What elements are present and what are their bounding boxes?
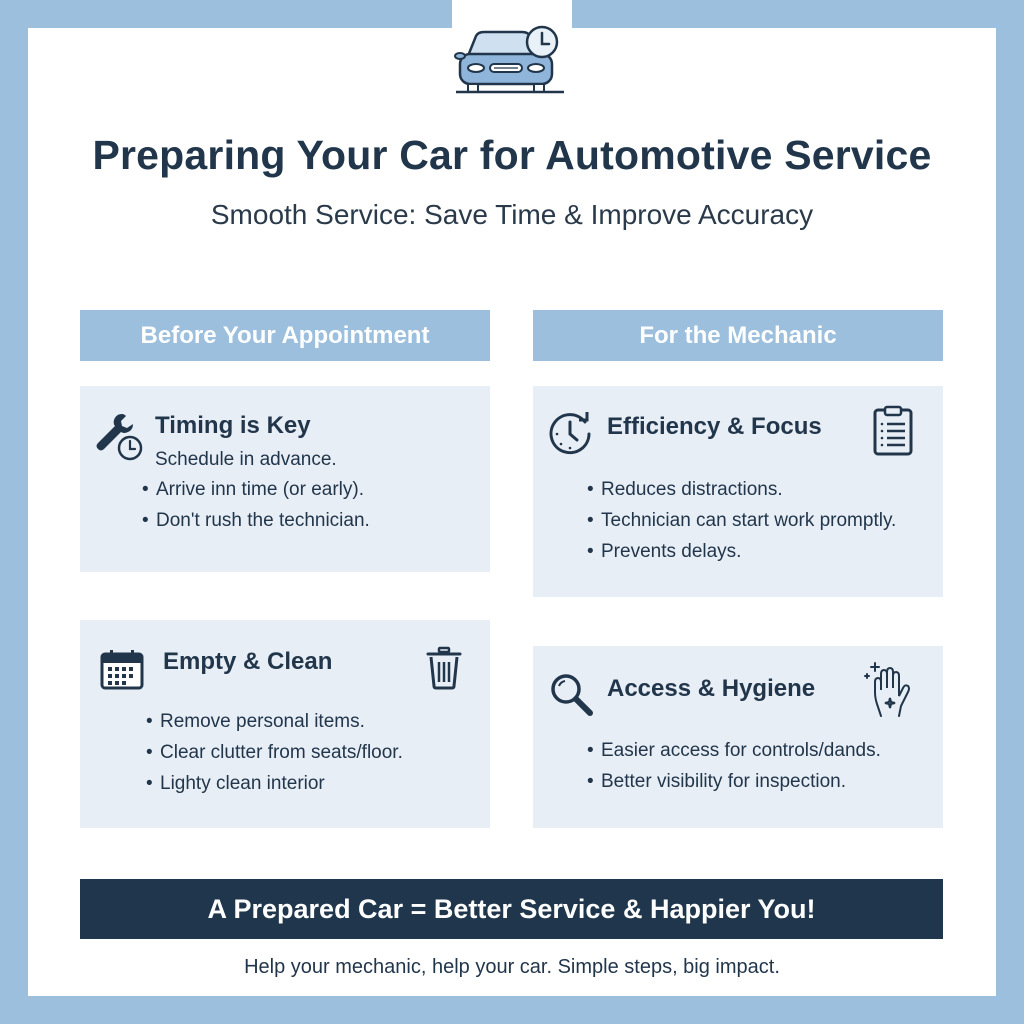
trash-icon <box>426 646 462 690</box>
summary-banner: A Prepared Car = Better Service & Happie… <box>80 879 943 939</box>
column-heading-before-appointment: Before Your Appointment <box>80 310 490 361</box>
page-title: Preparing Your Car for Automotive Servic… <box>92 132 932 178</box>
bullet-list: Reduces distractions. Technician can sta… <box>587 474 896 567</box>
list-item: Remove personal items. <box>146 706 403 737</box>
list-item: Clear clutter from seats/floor. <box>146 737 403 768</box>
list-item: Lighty clean interior <box>146 768 403 799</box>
clock-refresh-icon <box>549 412 591 455</box>
magnifier-icon <box>551 674 593 716</box>
page-subtitle: Smooth Service: Save Time & Improve Accu… <box>210 199 814 230</box>
bullet-list: Remove personal items. Clear clutter fro… <box>146 706 403 799</box>
top-notch <box>452 0 572 30</box>
bullet-list: Easier access for controls/dands. Better… <box>587 735 881 797</box>
wrench-clock-icon <box>96 414 143 461</box>
card-lead-text: Schedule in advance. <box>155 449 337 470</box>
list-item: Prevents delays. <box>587 536 896 567</box>
list-item: Easier access for controls/dands. <box>587 735 881 766</box>
card-title: Efficiency & Focus <box>607 413 822 440</box>
list-item: Technician can start work promptly. <box>587 505 896 536</box>
card-title: Access & Hygiene <box>607 675 816 702</box>
card-timing-is-key: Timing is Key Schedule in advance. Arriv… <box>80 386 490 572</box>
card-efficiency-and-focus: Efficiency & Focus Reduces distractions.… <box>533 386 943 597</box>
card-title: Empty & Clean <box>163 648 333 675</box>
list-item: Better visibility for inspection. <box>587 766 881 797</box>
card-access-and-hygiene: Access & Hygiene Easier access for contr… <box>533 646 943 828</box>
column-heading-for-mechanic: For the Mechanic <box>533 310 943 361</box>
bullet-list: Arrive inn time (or early). Don't rush t… <box>142 474 370 536</box>
list-item: Reduces distractions. <box>587 474 896 505</box>
card-empty-and-clean: Empty & Clean Remove personal items. Cle… <box>80 620 490 828</box>
clean-hand-icon <box>864 662 910 717</box>
clipboard-icon <box>873 405 913 456</box>
list-item: Arrive inn time (or early). <box>142 474 370 505</box>
card-title: Timing is Key <box>155 412 311 439</box>
footer-tagline: Help your mechanic, help your car. Simpl… <box>244 956 780 978</box>
list-item: Don't rush the technician. <box>142 505 370 536</box>
car-clock-icon <box>454 25 564 94</box>
calendar-icon <box>100 650 144 690</box>
